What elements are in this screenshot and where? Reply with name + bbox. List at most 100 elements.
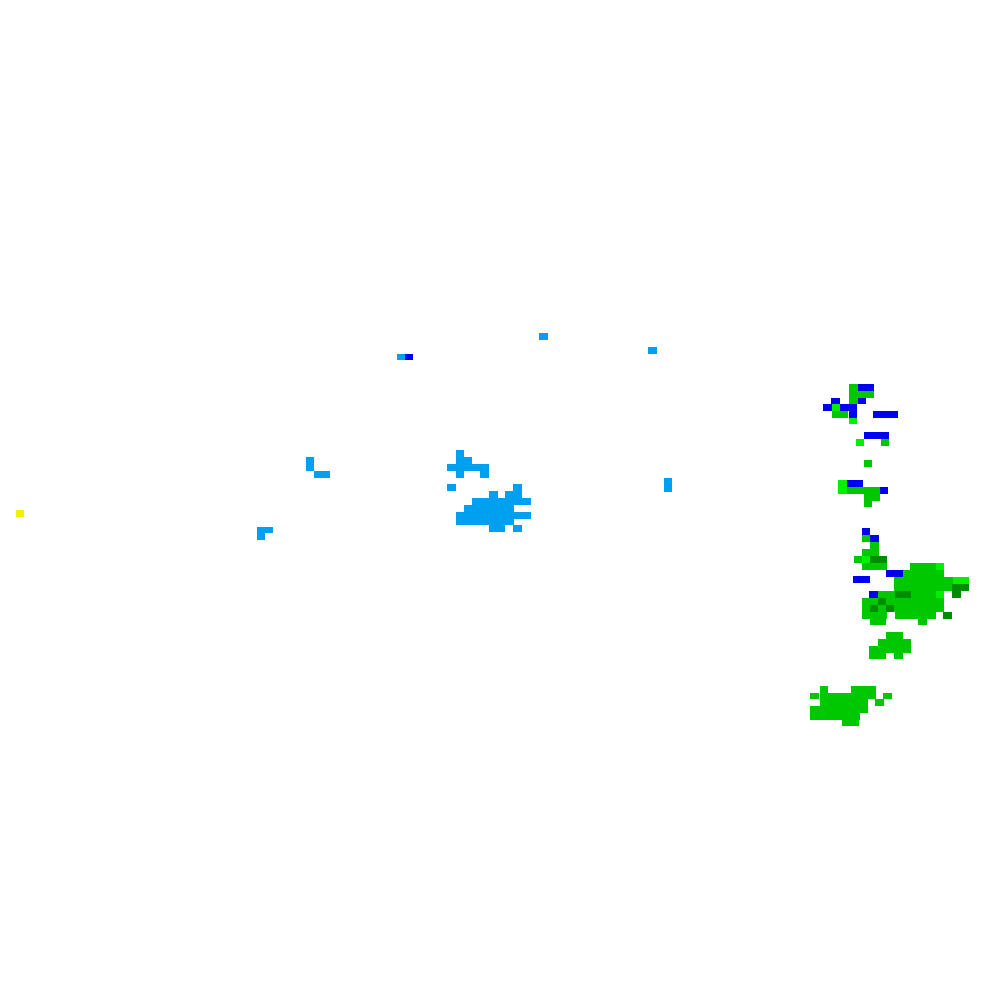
radar-echo-pixel: [810, 713, 860, 720]
radar-echo-pixel: [936, 563, 944, 570]
radar-echo-pixel: [851, 719, 859, 726]
radar-echo-pixel: [881, 439, 889, 446]
radar-echo-pixel: [903, 570, 944, 577]
radar-echo-pixel: [480, 471, 489, 478]
radar-echo-pixel: [858, 384, 874, 391]
central-main-light-cell: [447, 450, 531, 532]
radar-echo-pixel: [464, 505, 514, 512]
central-west-light-echoes: [257, 457, 330, 540]
radar-echo-pixel: [849, 418, 857, 424]
radar-echo-pixel: [489, 491, 498, 498]
radar-echo-pixel: [447, 484, 456, 491]
radar-echo-pixel: [456, 457, 472, 464]
radar-echo-pixel: [870, 535, 879, 542]
radar-echo-pixel: [456, 450, 464, 457]
radar-echo-pixel: [918, 619, 927, 625]
radar-echo-pixel: [910, 563, 936, 570]
radar-echo-pixel: [831, 398, 840, 404]
radar-echo-pixel: [862, 549, 879, 556]
radar-echo-pixel: [870, 605, 878, 612]
precipitation-echoes: [16, 333, 969, 726]
radar-echo-pixel: [894, 584, 952, 591]
radar-echo-pixel: [862, 605, 870, 612]
radar-echo-pixel: [820, 693, 876, 699]
radar-echo-pixel: [862, 563, 887, 570]
radar-echo-pixel: [895, 612, 936, 619]
radar-echo-pixel: [856, 439, 864, 446]
radar-echo-pixel: [489, 525, 505, 532]
eastern-line-upper: [823, 384, 898, 507]
radar-echo-pixel: [894, 605, 944, 612]
radar-echo-pixel: [870, 556, 887, 563]
radar-echo-pixel: [878, 591, 895, 598]
radar-echo-pixel: [314, 471, 330, 478]
radar-echo-pixel: [895, 591, 911, 598]
radar-echo-pixel: [447, 464, 489, 471]
west-isolated-echo: [16, 510, 24, 517]
radar-echo-pixel: [869, 646, 911, 653]
radar-echo-pixel: [842, 719, 851, 726]
radar-echo-pixel: [864, 501, 872, 507]
radar-echo-pixel: [849, 398, 858, 404]
radar-echo-pixel: [257, 533, 265, 540]
radar-echo-pixel: [936, 591, 944, 598]
radar-echo-pixel: [894, 653, 903, 659]
radar-echo-pixel: [847, 487, 880, 494]
radar-echo-pixel: [851, 686, 876, 693]
radar-echo-pixel: [823, 404, 832, 411]
radar-echo-pixel: [869, 653, 886, 659]
radar-echo-pixel: [894, 598, 944, 605]
radar-echo-pixel: [886, 632, 903, 639]
radar-echo-pixel: [878, 605, 886, 612]
radar-echo-pixel: [858, 398, 866, 404]
radar-echo-pixel: [886, 598, 894, 605]
radar-echo-pixel: [878, 598, 886, 605]
radar-echo-pixel: [862, 612, 887, 619]
radar-echo-pixel: [257, 527, 273, 533]
radar-echo-pixel: [832, 411, 848, 418]
radar-echo-pixel: [810, 693, 819, 699]
radar-echo-pixel: [883, 693, 892, 699]
radar-echo-pixel: [853, 576, 870, 583]
radar-echo-pixel: [306, 457, 314, 471]
radar-echo-pixel: [870, 542, 879, 549]
radar-echo-pixel: [878, 639, 911, 646]
southeast-cell: [810, 632, 911, 726]
radar-echo-pixel: [886, 605, 894, 612]
radar-echo-pixel: [880, 487, 888, 494]
radar-echo-pixel: [456, 519, 514, 525]
radar-echo-pixel: [862, 556, 870, 563]
radar-echo-pixel: [873, 411, 898, 418]
radar-echo-pixel: [832, 404, 840, 411]
radar-echo-pixel: [870, 619, 886, 625]
radar-echo-pixel: [820, 686, 828, 693]
eastern-main-cell: [853, 528, 969, 625]
radar-echo-pixel: [864, 432, 889, 439]
radar-echo-pixel: [854, 556, 863, 563]
radar-echo-pixel: [943, 612, 952, 619]
radar-echo-pixel: [862, 598, 878, 605]
radar-echo-pixel: [862, 528, 870, 535]
radar-echo-pixel: [513, 525, 522, 532]
northern-scattered-echoes: [397, 333, 672, 492]
radar-echo-pixel: [840, 404, 857, 411]
radar-echo-pixel: [864, 494, 880, 501]
radar-echo-pixel: [911, 591, 936, 598]
radar-echo-pixel: [838, 487, 847, 494]
radar-echo-pixel: [405, 354, 413, 360]
radar-echo-pixel: [456, 512, 531, 519]
radar-echo-pixel: [847, 480, 863, 487]
radar-echo-pixel: [820, 699, 868, 706]
radar-echo-pixel: [894, 577, 968, 584]
radar-echo-pixel: [810, 706, 868, 713]
radar-echo-pixel: [869, 591, 878, 598]
radar-echo-pixel: [397, 354, 405, 360]
radar-echo-pixel: [952, 584, 969, 591]
radar-echo-pixel: [953, 577, 969, 584]
radar-echo-pixel: [849, 384, 858, 391]
radar-echo-pixel: [838, 480, 847, 487]
radar-echo-pixel: [952, 591, 961, 598]
radar-echo-pixel: [886, 570, 903, 577]
